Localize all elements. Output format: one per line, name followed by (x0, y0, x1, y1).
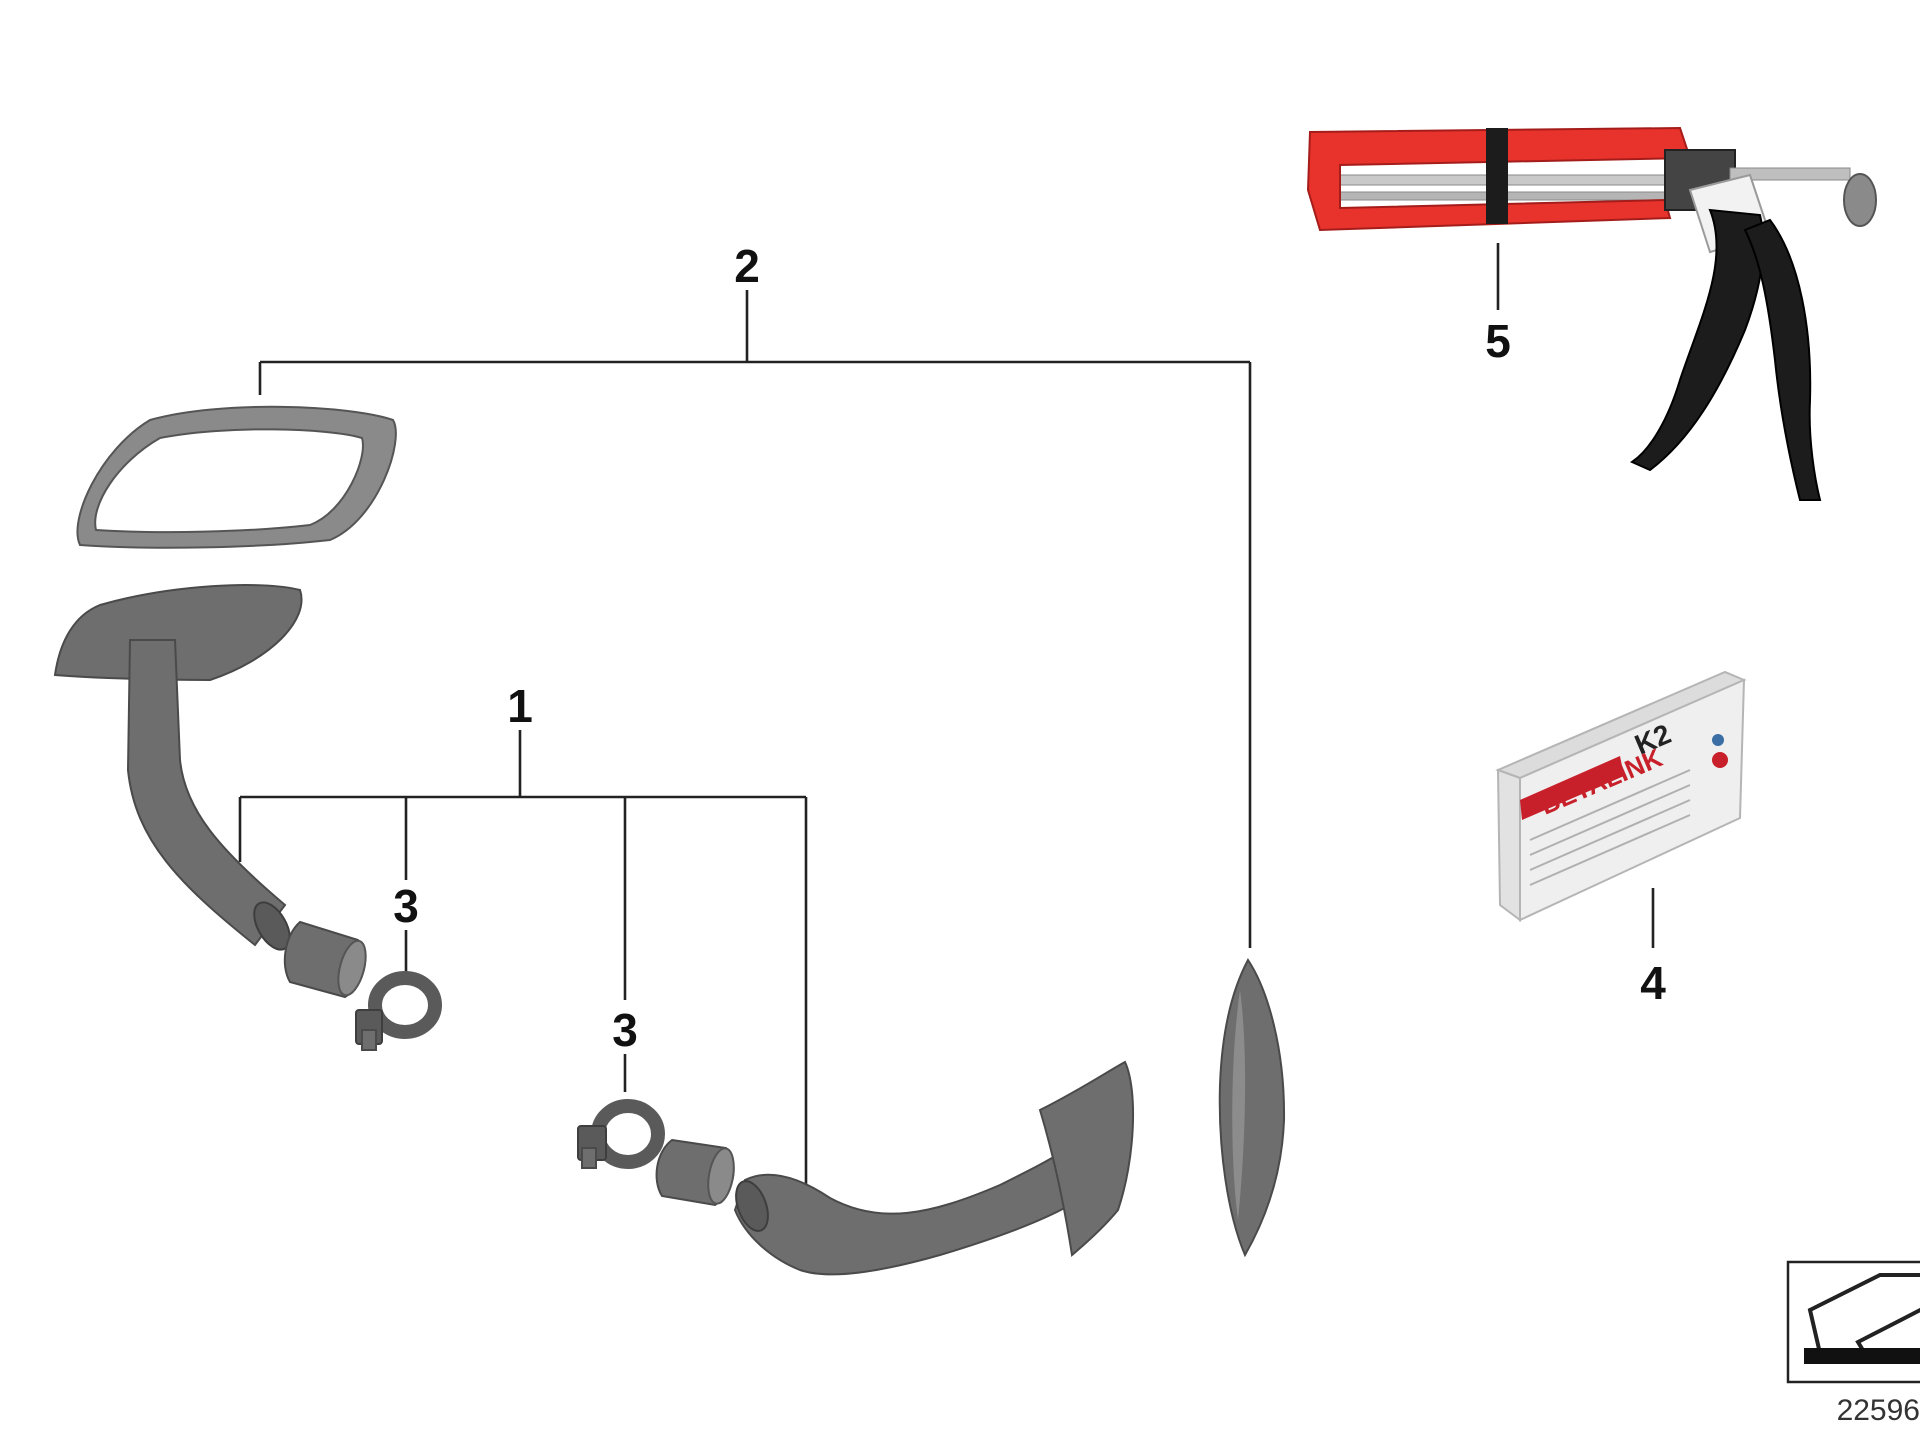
box-small-print (1529, 769, 1691, 886)
left-clamp (355, 971, 442, 1051)
leader-lines (238, 243, 1655, 1188)
callout-4: 4 (1640, 957, 1666, 1009)
gun-strap (1486, 128, 1508, 224)
callout-2: 2 (734, 240, 760, 292)
side-trim-fin (1218, 958, 1286, 1258)
adhesive-box: BETALINK K2 (1495, 670, 1747, 922)
right-tailpipe (733, 1060, 1135, 1276)
callout-1: 1 (507, 680, 533, 732)
lower-sleeve (655, 1138, 735, 1207)
box-logo-icon (1712, 752, 1728, 768)
box-brand-roundel-icon (1712, 734, 1724, 746)
tailpipe-trim-ring (76, 405, 397, 549)
left-tailpipe (53, 584, 303, 951)
callout-labels: 2 1 3 3 4 5 (393, 240, 1666, 1056)
callout-3-upper: 3 (393, 880, 419, 932)
diagram-reference-number: 22596 (1837, 1394, 1920, 1427)
lower-clamp (577, 1099, 665, 1169)
cartridge-gun (1306, 126, 1877, 501)
callout-3-lower: 3 (612, 1004, 638, 1056)
callout-5: 5 (1485, 315, 1511, 367)
arrow-on-plane-icon (1786, 1260, 1920, 1384)
left-sleeve (283, 920, 367, 999)
plunger-knob (1843, 173, 1877, 227)
